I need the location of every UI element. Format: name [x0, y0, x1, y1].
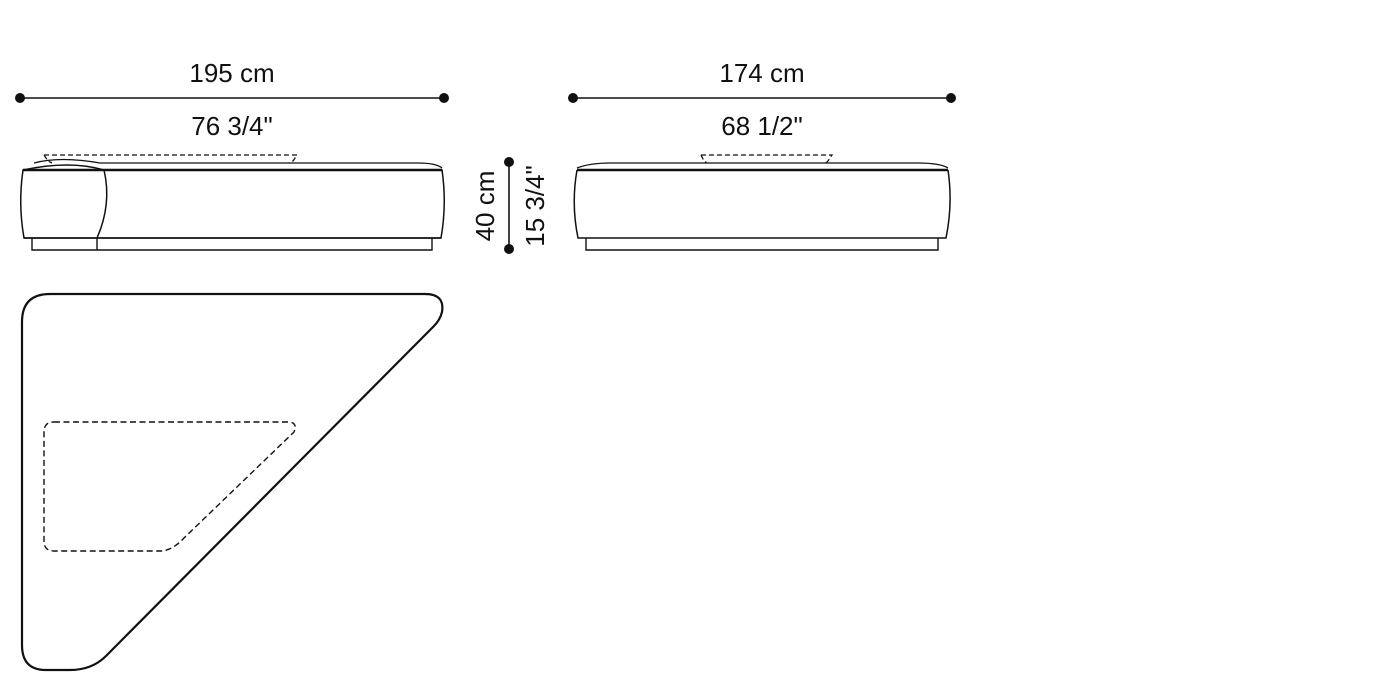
front-width-cm-label: 195 cm: [189, 58, 275, 88]
front-width-inch-label: 76 3/4": [191, 111, 273, 141]
side-elevation-view: [573, 154, 951, 251]
height-inch-label: 15 3/4": [520, 165, 550, 247]
plan-view: [20, 292, 444, 672]
side-width-inch-label: 68 1/2": [721, 111, 803, 141]
height-dimension-line: [504, 157, 514, 254]
side-width-dimension-line: [568, 93, 956, 103]
height-cm-label: 40 cm: [470, 170, 500, 242]
front-width-dimension-line: [15, 93, 449, 103]
front-elevation-view: [19, 154, 446, 251]
side-width-cm-label: 174 cm: [719, 58, 805, 88]
